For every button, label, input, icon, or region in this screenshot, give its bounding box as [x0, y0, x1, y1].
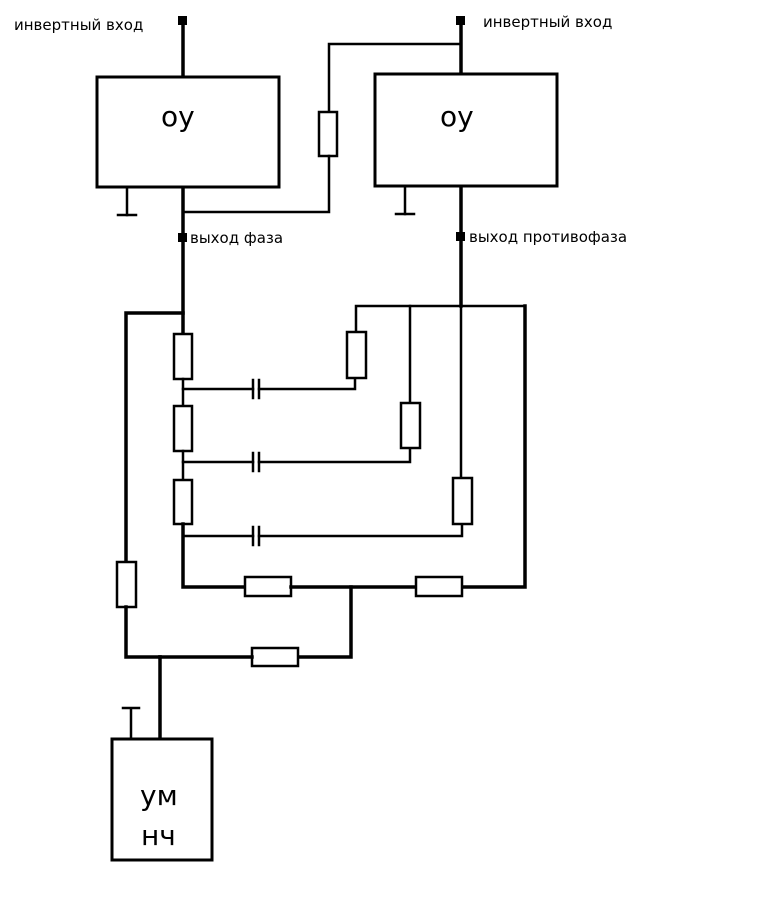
resistor-sum-out	[250, 646, 300, 668]
resistor-sum-right	[414, 575, 464, 598]
out-phase-pin	[178, 233, 187, 242]
wire-phase-bottom	[181, 522, 247, 589]
wire-feedback-top	[327, 42, 463, 114]
wire-cap-2-right	[257, 446, 412, 464]
opamp-right-label: оу	[440, 100, 474, 133]
resistor-phase-2	[172, 404, 194, 453]
resistor-antiphase-1	[345, 330, 368, 380]
wire-cap-1-right	[257, 376, 357, 391]
input-left-label: инвертный вход	[14, 16, 143, 34]
amplifier-label-line2: нч	[141, 819, 176, 852]
amplifier-block	[110, 737, 214, 862]
opamp-right-block	[373, 72, 559, 188]
out-antiphase-pin	[456, 232, 465, 241]
wire-antiphase-return	[460, 304, 527, 589]
input-right-label: инвертный вход	[483, 13, 612, 31]
opamp-left-block	[95, 75, 281, 189]
resistor-antiphase-3	[451, 476, 474, 526]
resistor-antiphase-2	[399, 401, 422, 450]
resistor-phase-1	[172, 332, 194, 381]
resistor-feedback	[317, 110, 339, 158]
resistor-phase-3	[172, 478, 194, 526]
wire-cap-3-right	[257, 522, 464, 538]
resistor-sum-left	[243, 575, 293, 598]
input-pin-right	[456, 16, 465, 25]
input-pin-left	[178, 16, 187, 25]
resistor-left-branch	[115, 560, 138, 609]
opamp-left-label: оу	[161, 100, 195, 133]
wire-sum-down	[296, 585, 353, 659]
wire-left-branch	[124, 311, 185, 564]
wire-antiphase-top	[354, 304, 527, 334]
out-phase-label: выход фаза	[190, 229, 283, 247]
out-antiphase-label: выход противофаза	[469, 228, 627, 246]
amplifier-label-line1: ум	[140, 779, 178, 812]
wire-left-bottom	[124, 605, 162, 659]
wire-feedback-bottom	[181, 154, 331, 214]
